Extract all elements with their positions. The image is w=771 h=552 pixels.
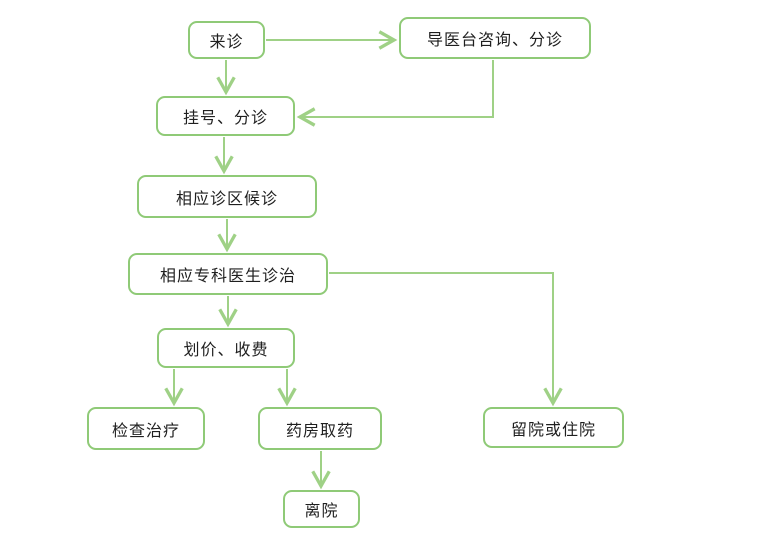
flow-node-exam: 检查治疗 [87, 407, 205, 450]
flow-node-pricing: 划价、收费 [157, 328, 295, 368]
flow-node-doctor: 相应专科医生诊治 [128, 253, 328, 295]
flow-node-guide-desk: 导医台咨询、分诊 [399, 17, 591, 59]
flow-node-waiting: 相应诊区候诊 [137, 175, 317, 218]
edge-doctor-stay [329, 272, 563, 407]
flow-node-stay: 留院或住院 [483, 407, 624, 448]
flow-node-register: 挂号、分诊 [156, 96, 295, 136]
flow-node-arrival: 来诊 [188, 21, 265, 59]
edge-guide-desk-register [296, 60, 494, 127]
flow-node-leave: 离院 [283, 490, 360, 528]
flow-node-pharmacy: 药房取药 [258, 407, 382, 450]
